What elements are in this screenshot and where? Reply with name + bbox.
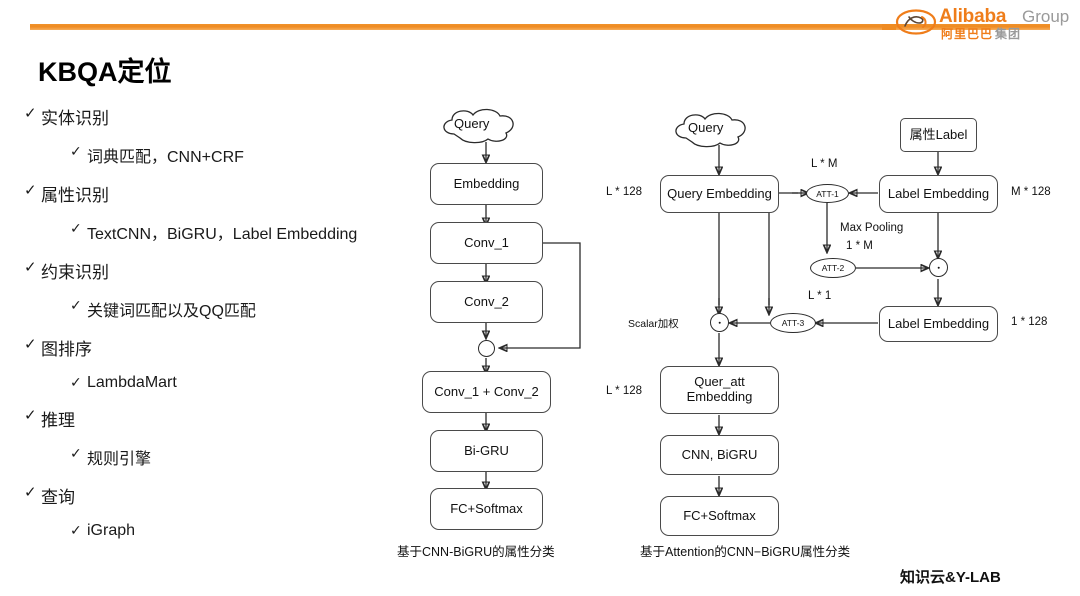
node-fc-softmax-left[interactable]: FC+Softmax (430, 488, 543, 530)
diagram-attention-cnn-bigru: Query 属性Label Query Embedding Label Embe… (600, 100, 1070, 570)
diagram-right-caption: 基于Attention的CNN−BiGRU属性分类 (640, 545, 851, 559)
label-l-m: L * M (811, 158, 838, 170)
bullet-item-label: 实体识别 (41, 109, 109, 128)
bullet-item-label: 图排序 (41, 340, 92, 359)
check-icon: ✓ (24, 259, 37, 276)
bullet-item-label: TextCNN，BiGRU，Label Embedding (87, 226, 358, 243)
orange-accent-cap (882, 24, 896, 30)
bullet-item-level2: ✓ TextCNN，BiGRU，Label Embedding (70, 220, 424, 244)
bullet-item-label: 推理 (41, 411, 75, 430)
bullet-item-level2: ✓ iGraph (70, 522, 424, 540)
quer-att-embedding-line1: Quer_att (694, 374, 745, 390)
bullet-item-label: 关键词匹配以及QQ匹配 (87, 303, 256, 320)
node-conv2[interactable]: Conv_2 (430, 281, 543, 323)
bullet-item-label: LambdaMart (87, 374, 177, 391)
bullet-item-level1: ✓约束识别 (24, 258, 424, 283)
check-icon: ✓ (70, 522, 82, 538)
bullet-item-level1: ✓查询 (24, 483, 424, 508)
node-query-left-label: Query (454, 116, 490, 131)
bullet-item-label: 属性识别 (41, 186, 109, 205)
bullet-item-label: 查询 (41, 488, 75, 507)
bullet-item-level1: ✓推理 (24, 406, 424, 431)
node-bigru[interactable]: Bi-GRU (430, 430, 543, 472)
alibaba-group-logo: Alibaba Group 阿里巴巴 集团 (895, 6, 1070, 41)
check-icon: ✓ (24, 182, 37, 199)
logo-group-text: Group (1022, 7, 1070, 26)
node-conv1-plus-conv2[interactable]: Conv_1 + Conv_2 (422, 371, 551, 413)
quer-att-embedding-line2: Embedding (686, 389, 753, 404)
node-attr-label[interactable]: 属性Label (900, 118, 977, 152)
check-icon: ✓ (70, 374, 82, 390)
node-att-2[interactable]: ATT-2 (810, 258, 856, 278)
bullet-item-label: 约束识别 (41, 263, 109, 282)
cloud-shape-query-right (675, 112, 746, 148)
check-icon: ✓ (24, 484, 37, 501)
node-merge-junction (478, 340, 495, 357)
check-icon: ✓ (24, 105, 37, 122)
bullet-item-level1: ✓实体识别 (24, 104, 424, 129)
node-query-right-label: Query (688, 120, 724, 135)
node-multiply-junction-1 (929, 258, 948, 277)
label-l-128-query: L * 128 (606, 186, 643, 198)
check-icon: ✓ (70, 297, 82, 313)
alibaba-a-icon (895, 9, 937, 35)
bullet-item-level1: ✓属性识别 (24, 181, 424, 206)
node-label-embedding-2[interactable]: Label Embedding (879, 306, 998, 342)
bullet-item-label: 词典匹配，CNN+CRF (87, 149, 244, 166)
label-l-1: L * 1 (808, 290, 832, 302)
node-conv1[interactable]: Conv_1 (430, 222, 543, 264)
label-m-128: M * 128 (1011, 186, 1051, 198)
label-1-m: 1 * M (846, 240, 873, 252)
check-icon: ✓ (24, 407, 37, 424)
label-max-pooling: Max Pooling (840, 222, 904, 234)
page-title: KBQA定位 (38, 57, 172, 87)
check-icon: ✓ (24, 336, 37, 353)
bullet-item-level2: ✓ LambdaMart (70, 374, 424, 392)
logo-chinese-grey: 集团 (995, 27, 1022, 41)
check-icon: ✓ (70, 220, 82, 236)
node-att-3[interactable]: ATT-3 (770, 313, 816, 333)
label-l-128-out: L * 128 (606, 385, 643, 397)
node-embedding[interactable]: Embedding (430, 163, 543, 205)
logo-wordmark: Alibaba (939, 6, 1007, 27)
node-quer-att-embedding[interactable]: Quer_att Embedding (660, 366, 779, 414)
bullet-list: ✓实体识别✓词典匹配，CNN+CRF✓属性识别✓TextCNN，BiGRU，La… (24, 104, 424, 554)
node-query-embedding[interactable]: Query Embedding (660, 175, 779, 213)
check-icon: ✓ (70, 445, 82, 461)
bullet-item-label: 规则引擎 (87, 451, 152, 468)
node-label-embedding-1[interactable]: Label Embedding (879, 175, 998, 213)
node-multiply-junction-2 (710, 313, 729, 332)
bullet-item-label: iGraph (87, 522, 136, 539)
diagram-left-wires (400, 142, 581, 570)
orange-accent-rule (30, 24, 1050, 30)
cloud-shape-query-left (443, 108, 514, 144)
node-fc-softmax-right[interactable]: FC+Softmax (660, 496, 779, 536)
check-icon: ✓ (70, 143, 82, 159)
diagram-cnn-bigru: Query Embedding Conv_1 Conv_2 Conv_1 + C… (397, 100, 620, 570)
logo-chinese-orange: 阿里巴巴 (941, 27, 994, 41)
diagram-right-wires (600, 145, 1070, 570)
label-1-128: 1 * 128 (1011, 316, 1048, 328)
node-cnn-bigru[interactable]: CNN, BiGRU (660, 435, 779, 475)
bullet-item-level2: ✓ 词典匹配，CNN+CRF (70, 143, 424, 167)
bullet-item-level2: ✓ 规则引擎 (70, 445, 424, 469)
diagram-left-caption: 基于CNN-BiGRU的属性分类 (397, 545, 555, 559)
header-bar: Alibaba Group 阿里巴巴 集团 (0, 0, 1080, 41)
footer-note: 知识云&Y-LAB (900, 569, 1001, 586)
node-att-1[interactable]: ATT-1 (806, 184, 849, 203)
label-scalar-weight: Scalar加权 (628, 318, 679, 330)
bullet-item-level1: ✓图排序 (24, 335, 424, 360)
bullet-item-level2: ✓ 关键词匹配以及QQ匹配 (70, 297, 424, 321)
